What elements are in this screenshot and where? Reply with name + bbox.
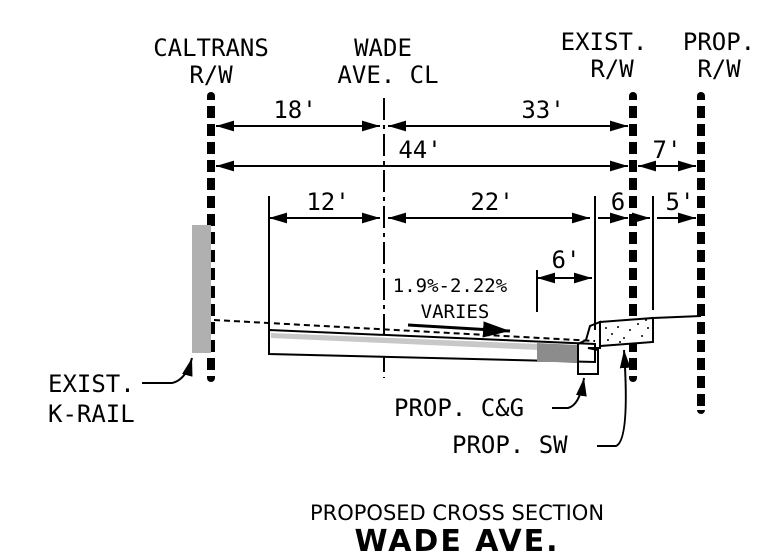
- sidewalk-stipple: [605, 319, 649, 343]
- wade-cl-label-1: WADE: [354, 34, 412, 62]
- pavement-surface: [271, 333, 540, 350]
- cg-callout: PROP. C&G: [394, 394, 524, 422]
- dim-6-gutter: 6': [552, 246, 581, 274]
- dim-6-small: 6: [611, 188, 625, 216]
- drawing-subtitle: PROPOSED CROSS SECTION: [310, 501, 604, 525]
- back-of-sidewalk-ground: [652, 315, 702, 319]
- exist-rw-label-2: R/W: [590, 55, 634, 83]
- drawing-title: WADE AVE.: [354, 524, 559, 553]
- wade-cl-label-2: AVE. CL: [337, 61, 438, 89]
- exist-rw-label-1: EXIST.: [561, 28, 648, 56]
- caltrans-rw-label-2: R/W: [189, 61, 233, 89]
- dim-12: 12': [306, 188, 349, 216]
- prop-rw-label-1: PROP.: [683, 28, 755, 56]
- caltrans-rw-label-1: CALTRANS: [153, 34, 269, 62]
- k-rail: [192, 225, 211, 353]
- sw-leader: [597, 349, 631, 447]
- cg-leader: [552, 377, 587, 409]
- curb-and-gutter: [577, 320, 601, 375]
- slope-range: 1.9%-2.22%: [393, 275, 508, 297]
- dim-18: 18': [273, 96, 316, 124]
- slope-varies: VARIES: [421, 301, 490, 323]
- slope-direction-arrow: [407, 321, 511, 338]
- dim-5: 5': [666, 188, 695, 216]
- sidewalk: [599, 316, 654, 348]
- dim-7: 7': [653, 136, 682, 164]
- dim-33: 33': [521, 96, 564, 124]
- existing-ground-line: [213, 319, 596, 342]
- dim-22: 22': [470, 188, 513, 216]
- dim-44: 44': [398, 136, 441, 164]
- prop-rw-label-2: R/W: [697, 55, 741, 83]
- krail-leader: [142, 357, 193, 384]
- gutter-pan: [537, 343, 578, 362]
- krail-callout-1: EXIST.: [48, 370, 135, 398]
- krail-callout-2: K-RAIL: [48, 400, 135, 428]
- sw-callout: PROP. SW: [452, 431, 568, 459]
